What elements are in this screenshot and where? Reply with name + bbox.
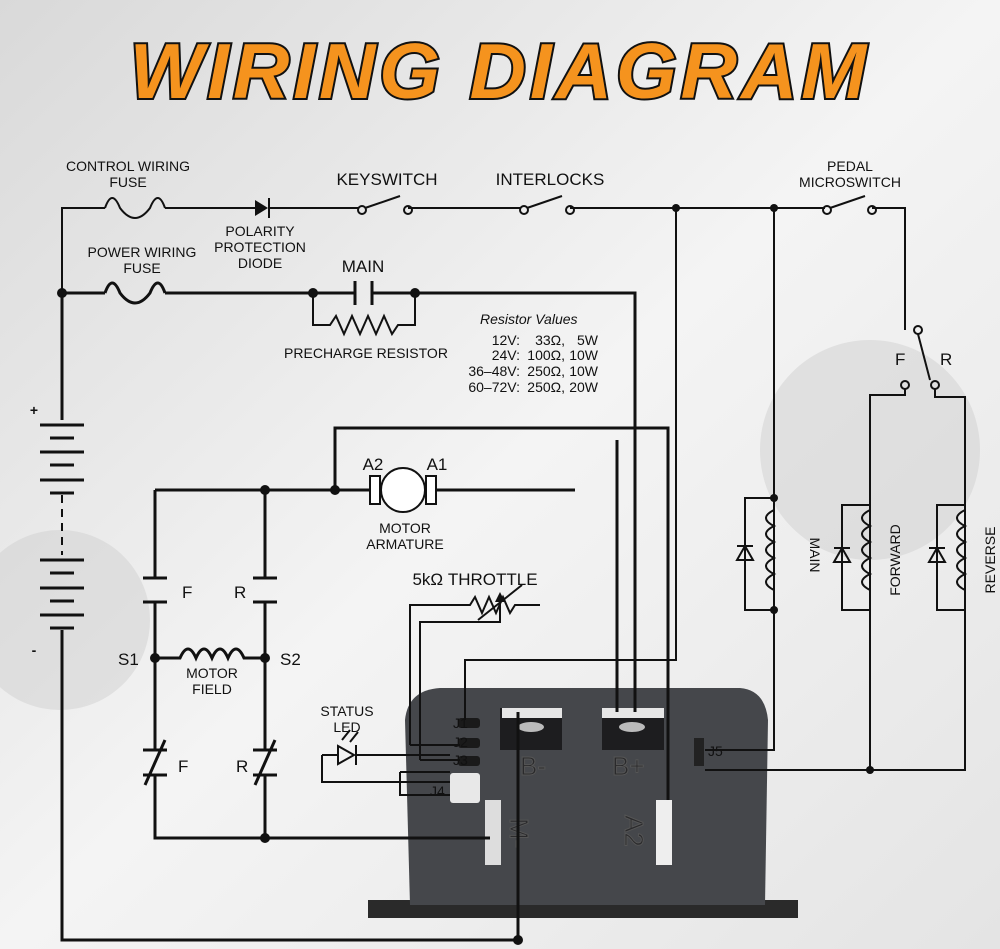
keyswitch-icon [364,195,401,209]
s2-label: S2 [280,650,301,669]
voltage-cell: 36–48V: [468,363,520,379]
ohms-cell: 100Ω, [527,347,565,363]
a1-motor-label: A1 [427,455,448,474]
power-fuse-label-2: FUSE [123,260,160,276]
status-led-icon [337,744,357,766]
control-fuse-icon [104,197,166,219]
throttle-circuit: 5kΩ THROTTLE STATUS LED [320,208,677,839]
ohms-cell: 250Ω, [527,379,565,395]
pedal-microswitch-icon [829,195,866,209]
ohms-cell: 250Ω, [527,363,565,379]
pedal-label-2: MICROSWITCH [799,174,901,190]
field-label-2: FIELD [192,681,232,697]
voltage-cell: 60–72V: [468,379,520,395]
b-minus-label: B- [520,751,546,781]
diode-icon [255,200,268,216]
interlock-switch-icon [526,195,563,209]
b-plus-label: B+ [612,751,645,781]
field-label: MOTOR [186,665,238,681]
diode-label-3: DIODE [238,255,282,271]
main-contactor-label: MAIN [342,257,385,276]
throttle-potentiometer-icon [409,594,540,745]
s1-label: S1 [118,650,139,669]
precharge-label: PRECHARGE RESISTOR [284,345,448,361]
voltage-cell: 24V: [492,347,520,363]
forward-coil-icon [841,504,873,611]
motor-field-coil-icon [155,647,265,662]
power-fuse-label: POWER WIRING [88,244,197,260]
pin-j4-label: J4 [430,783,445,799]
resistor-values-table: Resistor Values 12V: 33Ω, 5W 24V: 100Ω, … [468,311,598,395]
pedal-label: PEDAL [827,158,873,174]
watts-cell: 20W [569,379,599,395]
a2-label: A2 [619,815,649,847]
status-led-label: STATUS [320,703,373,719]
battery-minus-label: - [32,642,37,658]
resistor-values-heading: Resistor Values [480,311,578,327]
switch-f-label: F [895,350,905,369]
interlocks-label: INTERLOCKS [496,170,605,189]
battery-plus-label: + [30,402,38,418]
control-circuit: CONTROL WIRING FUSE POLARITY PROTECTION … [61,158,906,330]
keyswitch-label: KEYSWITCH [336,170,437,189]
battery-icon: + - [30,293,523,945]
title: WIRING DIAGRAM [130,27,871,115]
watts-cell: 10W [569,347,599,363]
forward-coil-label: FORWARD [887,524,903,596]
a2-motor-label: A2 [363,455,384,474]
main-coil-label: MAIN [807,538,823,573]
reverse-coil-icon [936,504,968,611]
diode-label: POLARITY [225,223,295,239]
diode-label-2: PROTECTION [214,239,306,255]
switch-r-label: R [940,350,952,369]
control-fuse-label-2: FUSE [109,174,146,190]
motor-controller: J1 J2 J3 J4 J5 B- B+ M- A2 [368,688,798,918]
fr-switch-icon [917,333,931,381]
armature-label-2: ARMATURE [366,536,444,552]
throttle-label: 5kΩ THROTTLE [412,570,537,589]
reverse-nc-contact-label: R [236,757,248,776]
forward-contact-label: F [182,583,192,602]
motor-circuit: A2 A1 MOTOR ARMATURE F R S1 S2 MOTOR FIE… [118,426,670,843]
motor-armature-icon [380,467,426,513]
pin-j2-label: J2 [453,734,468,750]
power-fuse-icon [103,281,167,305]
forward-nc-contact-label: F [178,757,188,776]
main-coil-icon [744,497,777,611]
control-fuse-label: CONTROL WIRING [66,158,190,174]
status-led-label-2: LED [333,719,360,735]
reverse-coil-label: REVERSE [982,527,998,594]
pin-j3-label: J3 [453,752,468,768]
power-circuit: POWER WIRING FUSE MAIN PRECHARGE RESISTO… [57,244,637,712]
ohms-cell: 33Ω, [535,332,565,348]
precharge-resistor-icon [312,293,416,337]
armature-label: MOTOR [379,520,431,536]
contactor-coils: F R MAIN FORWARD REVERSE [705,208,998,774]
watts-cell: 5W [577,332,599,348]
voltage-cell: 12V: [492,332,520,348]
background-wheel [0,530,150,710]
reverse-contact-label: R [234,583,246,602]
watts-cell: 10W [569,363,599,379]
